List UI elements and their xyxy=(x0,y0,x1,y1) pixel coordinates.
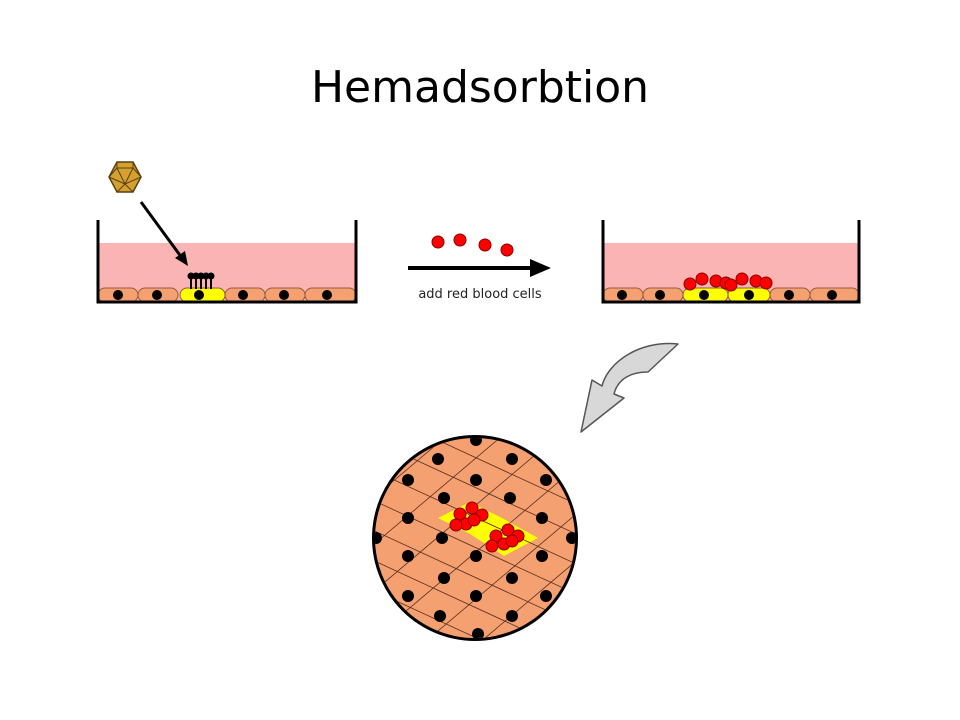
magnified-rbc-clusters xyxy=(449,501,525,553)
magnified-monolayer-view xyxy=(372,435,578,641)
slide-title: Hemadsorbtion xyxy=(310,62,650,113)
left-cell-monolayer xyxy=(97,287,357,303)
icosahedral-virus-icon xyxy=(108,161,142,193)
adsorbed-red-blood-cells xyxy=(683,272,773,292)
right-culture-dish xyxy=(601,220,861,304)
virus-attachment-arrow xyxy=(139,201,188,266)
hemagglutinin-spikes xyxy=(187,272,215,289)
magnified-infected-cell xyxy=(470,518,538,556)
add-rbc-caption: add red blood cells xyxy=(418,287,542,302)
right-dish-walls xyxy=(601,220,861,304)
curved-arrow-icon xyxy=(580,342,679,433)
added-red-blood-cells xyxy=(431,233,514,257)
magnified-nuclei xyxy=(375,438,575,638)
right-cell-monolayer xyxy=(602,287,860,303)
left-dish-walls xyxy=(96,220,358,304)
add-rbc-arrow xyxy=(408,259,551,277)
left-culture-dish xyxy=(96,220,358,304)
